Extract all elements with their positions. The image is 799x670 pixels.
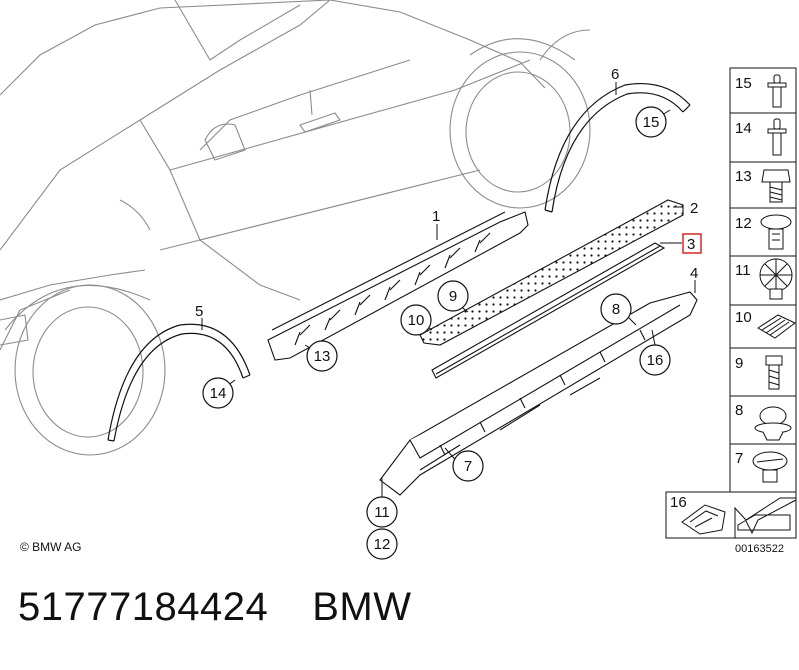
- callout-16: 16: [639, 344, 671, 376]
- svg-text:13: 13: [314, 348, 331, 365]
- svg-text:16: 16: [647, 352, 664, 369]
- legend-label-8: 8: [735, 402, 743, 419]
- svg-text:12: 12: [374, 536, 391, 553]
- svg-text:11: 11: [374, 504, 390, 521]
- rivet-icon: [767, 118, 787, 156]
- legend-label-16: 16: [670, 494, 687, 511]
- circled-callouts: 7 8 9 10 11 12 13 14 15 16: [202, 106, 671, 560]
- callout-11: 11: [366, 496, 398, 528]
- support-bracket: [267, 211, 529, 361]
- screw-icon: [765, 355, 783, 390]
- clip-plate-icon: [757, 314, 796, 339]
- side-sill-cover: [379, 291, 698, 496]
- label-part-2: 2: [690, 200, 698, 217]
- legend-label-11: 11: [735, 262, 751, 279]
- spreading-nut-icon: [752, 451, 788, 483]
- rivet-icon: [767, 74, 787, 108]
- rear-wheel-arch-trim: [544, 82, 691, 213]
- label-part-4: 4: [690, 265, 698, 282]
- legend-label-7: 7: [735, 450, 743, 467]
- svg-text:7: 7: [464, 458, 472, 475]
- callout-7: 7: [452, 450, 484, 482]
- highlight-box: [682, 233, 702, 254]
- part-number-caption: 51777184424 BMW: [18, 585, 411, 630]
- legend-label-14: 14: [735, 120, 752, 137]
- front-wheel-arch-trim: [107, 323, 251, 442]
- svg-text:9: 9: [449, 288, 457, 305]
- mounting-bracket-icon: [681, 504, 726, 535]
- brand-name: BMW: [312, 585, 412, 629]
- hex-bolt-icon: [761, 169, 791, 203]
- legend-label-15: 15: [735, 75, 752, 92]
- svg-text:10: 10: [408, 312, 425, 329]
- legend-label-12: 12: [735, 215, 752, 232]
- label-part-1: 1: [432, 208, 440, 225]
- direction-arrow-icon: [734, 497, 797, 539]
- diagram-reference-code: 00163522: [735, 543, 784, 555]
- callout-15: 15: [635, 106, 667, 138]
- callout-13: 13: [306, 340, 338, 372]
- legend-label-10: 10: [735, 309, 752, 326]
- legend-label-13: 13: [735, 168, 752, 185]
- part-labels: 1 2 3 4 5 6: [195, 66, 702, 320]
- expanding-rivet-icon: [760, 214, 792, 250]
- svg-text:14: 14: [210, 385, 227, 402]
- part-number: 51777184424: [18, 585, 269, 629]
- svg-text:8: 8: [612, 301, 620, 318]
- callout-12: 12: [366, 528, 398, 560]
- trim-strip: [431, 242, 666, 379]
- label-part-5: 5: [195, 303, 203, 320]
- spring-clip-icon: [759, 258, 793, 300]
- callout-14: 14: [202, 377, 234, 409]
- label-part-3: 3: [687, 236, 695, 253]
- callout-9: 9: [437, 280, 469, 312]
- copyright-text: © BMW AG: [20, 540, 82, 554]
- label-part-6: 6: [611, 66, 619, 83]
- legend-label-9: 9: [735, 355, 743, 372]
- callout-10: 10: [400, 304, 432, 336]
- running-board: [419, 199, 684, 346]
- callout-8: 8: [600, 293, 632, 325]
- svg-text:15: 15: [643, 114, 660, 131]
- fastener-legend: 15 14 13 12 11 10 9: [665, 67, 797, 539]
- plastic-clip-icon: [754, 406, 792, 441]
